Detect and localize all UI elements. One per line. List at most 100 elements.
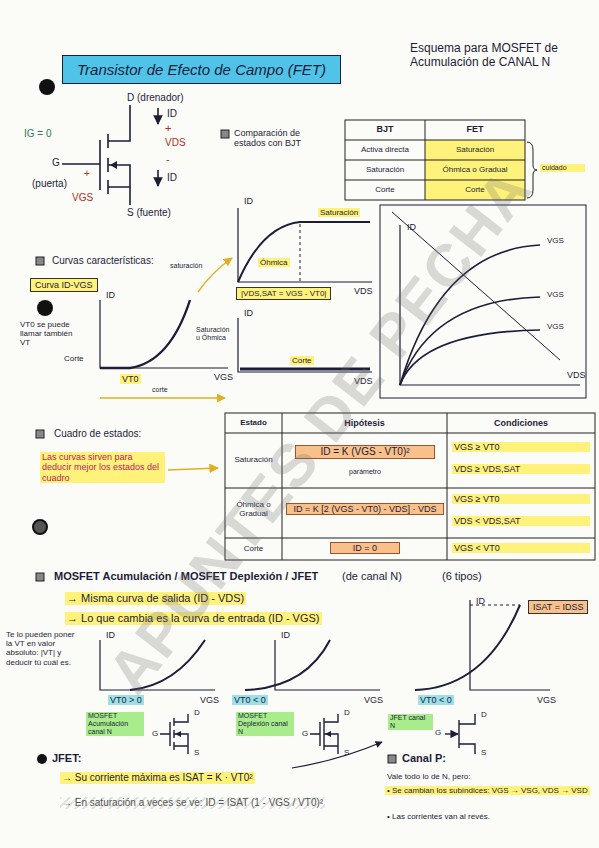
note-text: G — [150, 729, 160, 738]
note-text: Saturación — [347, 165, 423, 174]
note-text: VT0 — [120, 374, 141, 384]
note-text: VGS — [545, 236, 566, 245]
note-text: Esquema para MOSFET de Acumulación de CA… — [408, 42, 586, 70]
note-text: G — [50, 157, 62, 169]
formula-box: ISAT = IDSS — [528, 600, 588, 614]
note-text: → En saturación a veces se ve: ID = ISAT… — [60, 797, 325, 809]
note-text: VDS ≥ VDS,SAT — [452, 464, 590, 474]
note-text: ID — [165, 108, 179, 120]
formula-box: Curva ID-VGS — [30, 278, 98, 292]
note-text: ID = K [2 (VGS - VT0) - VDS] · VDS — [286, 503, 444, 515]
note-text: S — [479, 748, 488, 757]
note-text: Corte — [347, 185, 423, 194]
note-text: VT0 < 0 — [232, 695, 268, 705]
note-text: parámetro — [330, 468, 400, 476]
note-text: VGS — [362, 695, 385, 705]
note-text: G — [433, 728, 443, 737]
note-text: D — [342, 708, 352, 717]
note-text: S (fuente) — [125, 207, 173, 219]
note-text: ID = 0 — [330, 542, 400, 554]
note-text: VGS — [212, 372, 235, 382]
note-text: Corte — [62, 354, 86, 363]
note-text: VGS — [70, 192, 95, 204]
note-text: Cuadro de estados: — [52, 428, 143, 440]
arrowhead — [110, 161, 117, 169]
note-text: Corte — [290, 356, 314, 365]
note-text: BJT — [347, 124, 423, 134]
note-text: Saturación — [427, 145, 523, 154]
mosfet-symbol — [310, 714, 338, 754]
node-text: ISAT = IDSS — [533, 602, 583, 612]
note-text: Curvas características: — [50, 255, 156, 267]
bullet — [33, 520, 47, 534]
bullet — [37, 300, 53, 316]
formula-box: |VDS,SAT = VGS - VT0| — [236, 287, 331, 300]
note-text: VGS — [198, 695, 221, 705]
note-text: VT0 < 0 — [418, 695, 454, 705]
note-text: VGS ≥ VT0 — [452, 442, 590, 452]
note-text: ID — [279, 630, 292, 640]
note-text: D — [479, 710, 489, 719]
note-text: Saturación u Óhmica — [194, 326, 236, 342]
node-text: |VDS,SAT = VGS - VT0| — [241, 289, 326, 298]
note-text: ID — [104, 290, 117, 300]
note-text: • Se cambian los subíndices: VGS → VSG, … — [385, 786, 590, 795]
note-text: + — [163, 122, 173, 135]
note-text: ID — [474, 596, 487, 606]
note-text: ID — [405, 222, 418, 232]
note-text: Condiciones — [449, 418, 593, 428]
note-text: Vale todo lo de N, pero: — [385, 772, 472, 781]
graph — [238, 208, 372, 282]
note-text: MOSFET Acumulación canal N — [86, 712, 144, 736]
note-text: (6 tipos) — [440, 570, 484, 583]
note-text: VGS — [545, 322, 566, 331]
note-text: • Las corrientes van al revés. — [385, 812, 492, 821]
note-text: G — [300, 729, 310, 738]
note-text: VDS — [352, 286, 375, 296]
note-text: FET — [427, 124, 523, 134]
note-text: ID — [242, 308, 255, 318]
mosfet-symbol — [160, 714, 188, 754]
note-text: Comparación de estados con BJT — [232, 128, 332, 149]
note-text: cuidado — [540, 164, 585, 172]
note-text: Óhmica — [258, 258, 290, 267]
note-text: VT0 se puede llamar también VT — [18, 320, 80, 348]
note-text: ID — [165, 172, 179, 184]
note-text: ID — [242, 196, 255, 206]
note-text: S — [342, 748, 351, 757]
note-text: JFET canal N — [388, 714, 433, 730]
pointer-arrow — [292, 742, 382, 768]
note-text: JFET: — [50, 752, 83, 765]
note-text: saturación — [168, 262, 204, 270]
note-text: S — [192, 748, 201, 757]
bullet — [39, 79, 55, 95]
note-text: corte — [150, 386, 170, 394]
note-text: → Su corriente máxima es ISAT = K · VT0² — [60, 772, 255, 784]
note-text: - — [164, 153, 172, 166]
note-text: VGS — [545, 290, 566, 299]
note-text: Canal P: — [400, 752, 448, 765]
note-text: Te lo pueden poner la VT en valor absolu… — [4, 630, 84, 667]
note-text: Saturación — [318, 208, 360, 217]
node-text: Curva ID-VGS — [35, 280, 93, 290]
note-text: VGS < VT0 — [452, 543, 590, 553]
note-text: (de canal N) — [340, 570, 404, 583]
note-text: IG = 0 — [22, 128, 54, 140]
note-text: VDS — [163, 137, 188, 149]
note-text: Las curvas sirven para deducir mejor los… — [40, 452, 165, 483]
note-text: VGS — [535, 695, 558, 705]
note-text: (puerta) — [30, 178, 69, 190]
note-text: D — [192, 708, 202, 717]
note-text: Estado — [227, 418, 280, 427]
jfet-symbol — [445, 714, 475, 754]
bullet — [37, 754, 47, 764]
page-title: Transistor de Efecto de Campo (FET) — [62, 55, 341, 84]
note-text: Activa directa — [347, 145, 423, 154]
note-text: VDS — [565, 370, 588, 380]
note-text: + — [82, 168, 92, 180]
mosfet-symbol — [62, 105, 158, 205]
note-text: D (drenador) — [125, 92, 186, 104]
note-text: MOSFET Deplexión canal N — [236, 712, 294, 736]
note-text: VGS ≥ VT0 — [452, 494, 590, 504]
